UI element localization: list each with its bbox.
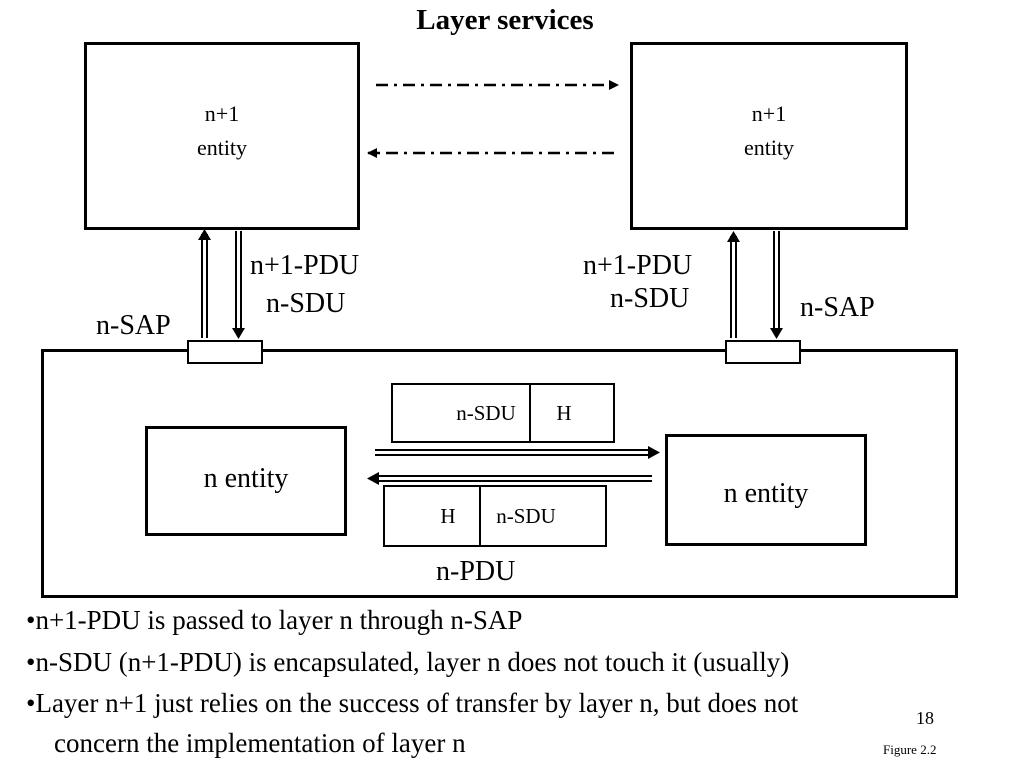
bullet-2: •n-SDU (n+1-PDU) is encapsulated, layer … bbox=[26, 647, 790, 677]
bullet-1: •n+1-PDU is passed to layer n through n-… bbox=[26, 605, 523, 635]
left-n-sap-label: n-SAP bbox=[96, 310, 171, 341]
lower-left-entity-label: n entity bbox=[203, 463, 289, 494]
packet-top: n-SDU H bbox=[391, 383, 615, 443]
n-pdu-label: n-PDU bbox=[436, 556, 516, 587]
upper-left-line2: entity bbox=[196, 135, 248, 160]
packet-bottom-divider bbox=[479, 487, 481, 545]
packet-bottom-header: H bbox=[440, 503, 456, 528]
packet-bottom: H n-SDU bbox=[383, 485, 607, 547]
left-n1-pdu-label: n+1-PDU bbox=[250, 250, 360, 281]
right-up-arrowhead-upper bbox=[727, 231, 740, 242]
left-n-sap bbox=[187, 340, 263, 364]
transfer-left-head bbox=[367, 472, 379, 485]
left-up-arrowhead-upper bbox=[198, 229, 211, 240]
figure-label: Figure 2.2 bbox=[883, 742, 937, 757]
slide-title: Layer services bbox=[416, 4, 594, 36]
upper-right-n1-entity: n+1 entity bbox=[630, 42, 908, 230]
page-number: 18 bbox=[916, 708, 934, 728]
transfer-right-head bbox=[648, 446, 660, 459]
packet-top-sdu: n-SDU bbox=[456, 400, 516, 425]
upper-left-line1: n+1 bbox=[204, 101, 240, 126]
bullet-3: •Layer n+1 just relies on the success of… bbox=[26, 688, 799, 718]
upper-left-n1-entity: n+1 entity bbox=[84, 42, 360, 230]
upper-right-line1: n+1 bbox=[751, 101, 787, 126]
left-down-arrowhead-upper bbox=[232, 328, 245, 339]
right-down-arrowhead-upper bbox=[770, 328, 783, 339]
packet-top-divider bbox=[529, 385, 531, 441]
left-n-sdu-label: n-SDU bbox=[266, 288, 346, 319]
lower-right-n-entity: n entity bbox=[665, 434, 867, 546]
upper-right-line2: entity bbox=[743, 135, 795, 160]
right-n1-pdu-label: n+1-PDU bbox=[583, 250, 693, 281]
packet-top-header: H bbox=[556, 400, 572, 425]
right-n-sdu-label: n-SDU bbox=[610, 283, 690, 314]
packet-bottom-sdu: n-SDU bbox=[496, 503, 556, 528]
right-n-sap-label: n-SAP bbox=[800, 292, 875, 323]
right-n-sap bbox=[725, 340, 801, 364]
lower-left-n-entity: n entity bbox=[145, 426, 347, 536]
lower-right-entity-label: n entity bbox=[723, 478, 809, 509]
bullet-3-continuation: concern the implementation of layer n bbox=[54, 728, 466, 758]
